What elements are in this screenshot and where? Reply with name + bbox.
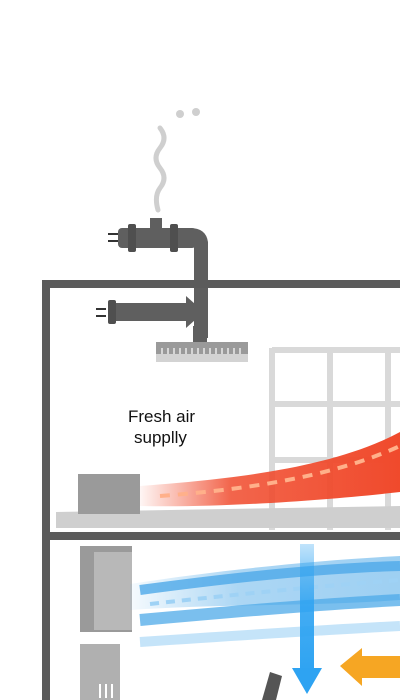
smoke-icon [153,108,200,213]
intake-duct [108,296,204,328]
down-arrow-icon [292,544,322,694]
building-outline [42,280,400,700]
warm-air-flow [140,432,400,507]
intake-arrow-icon [96,308,106,317]
lower-units [80,546,282,700]
fresh-air-label-line2: supplly [134,428,187,447]
floor-slab [56,474,400,528]
shower-head-icon [156,326,248,362]
cool-air-flow [130,556,400,647]
left-arrow-icon [340,648,400,686]
exhaust-arrow-icon [108,233,118,242]
heating-unit [78,474,140,514]
window-grid [269,347,400,530]
fresh-air-label-line1: Fresh air [128,407,196,426]
